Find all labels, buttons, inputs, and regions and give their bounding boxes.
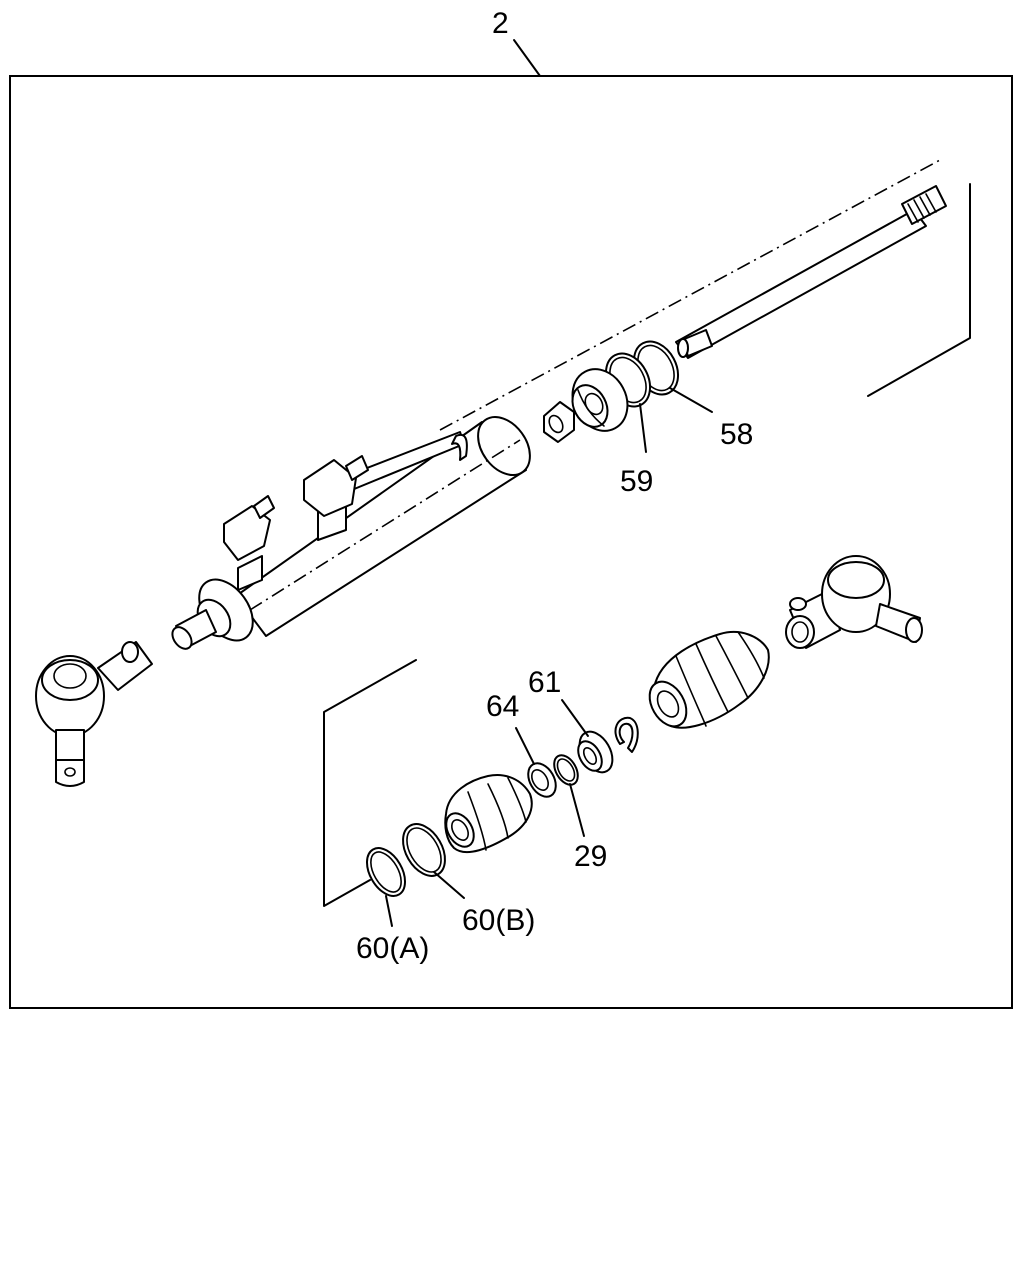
leader-29 — [569, 783, 585, 837]
callout-60b: 60(B) — [462, 904, 535, 937]
callout-59: 59 — [620, 465, 653, 498]
bracket-upper — [867, 183, 971, 397]
seal-64 — [527, 762, 557, 798]
snap-ring — [614, 716, 639, 753]
port-fitting-right — [303, 455, 369, 541]
piston-nut — [543, 401, 575, 443]
cylinder-body — [171, 416, 531, 650]
leader-58 — [669, 387, 713, 413]
callout-2: 2 — [492, 7, 509, 40]
piston-rod — [439, 159, 947, 431]
o-ring-29 — [553, 754, 579, 786]
leader-2 — [513, 39, 541, 77]
leader-61 — [561, 699, 589, 737]
tie-rod-end-right — [785, 555, 923, 649]
ring-60-a — [366, 847, 406, 897]
callout-58: 58 — [720, 418, 753, 451]
dust-boot-small — [444, 774, 533, 853]
callout-61: 61 — [528, 666, 561, 699]
leader-59 — [639, 403, 647, 453]
leader-64 — [515, 727, 535, 765]
port-fitting-left — [223, 495, 275, 591]
leader-60b — [433, 871, 465, 899]
bushing-61 — [577, 730, 614, 774]
diagram-frame — [9, 75, 1013, 1009]
callout-60a: 60(A) — [356, 932, 429, 965]
dust-boot-large — [648, 631, 770, 729]
callout-64: 64 — [486, 690, 519, 723]
piston — [571, 368, 629, 432]
bracket-lower — [323, 659, 417, 907]
leader-60a — [385, 895, 393, 927]
tie-rod-end-left — [35, 641, 153, 787]
callout-29: 29 — [574, 840, 607, 873]
